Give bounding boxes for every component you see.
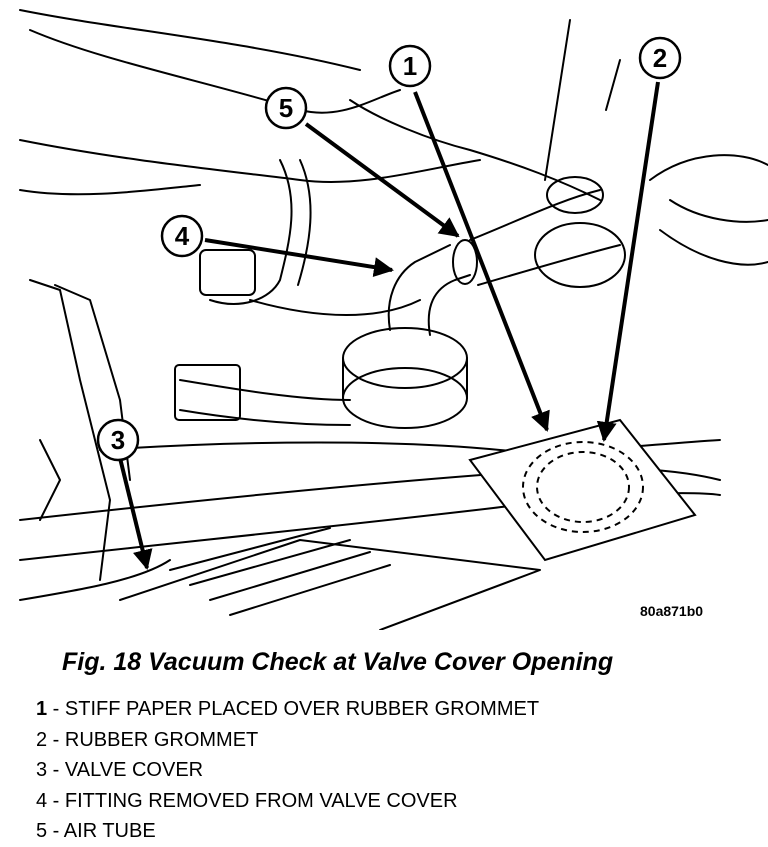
callout-3: 3: [111, 425, 125, 455]
legend-separator: -: [47, 728, 65, 751]
figure-code: 80a871b0: [640, 603, 704, 619]
callout-2: 2: [653, 43, 667, 73]
callout-1: 1: [403, 51, 417, 81]
legend-label: STIFF PAPER PLACED OVER RUBBER GROMMET: [64, 698, 540, 720]
legend-label: VALVE COVER: [64, 759, 204, 781]
legend-separator: -: [47, 820, 64, 842]
legend-number: 1: [36, 698, 48, 720]
legend-label: RUBBER GROMMET: [64, 728, 259, 751]
legend-label: AIR TUBE: [63, 820, 156, 842]
callout-5: 5: [279, 93, 293, 123]
legend-item-3: 3 - VALVE COVER: [36, 755, 539, 786]
engine-illustration: 1 2 3 4 5: [19, 9, 768, 630]
legend-list: 1 - STIFF PAPER PLACED OVER RUBBER GROMM…: [36, 694, 539, 847]
legend-separator: -: [47, 789, 65, 812]
legend-number: 2: [36, 728, 48, 751]
legend-number: 5: [36, 820, 48, 842]
legend-separator: -: [47, 698, 65, 720]
callout-4: 4: [175, 221, 190, 251]
figure-caption: Fig. 18 Vacuum Check at Valve Cover Open…: [62, 648, 614, 676]
legend-item-2: 2 - RUBBER GROMMET: [36, 725, 539, 756]
legend-separator: -: [47, 759, 65, 781]
legend-label: FITTING REMOVED FROM VALVE COVER: [64, 789, 458, 812]
legend-item-1: 1 - STIFF PAPER PLACED OVER RUBBER GROMM…: [36, 694, 539, 725]
legend-number: 4: [36, 789, 48, 812]
legend-item-4: 4 - FITTING REMOVED FROM VALVE COVER: [36, 786, 539, 817]
legend-item-5: 5 - AIR TUBE: [36, 816, 539, 847]
legend-number: 3: [36, 759, 48, 781]
